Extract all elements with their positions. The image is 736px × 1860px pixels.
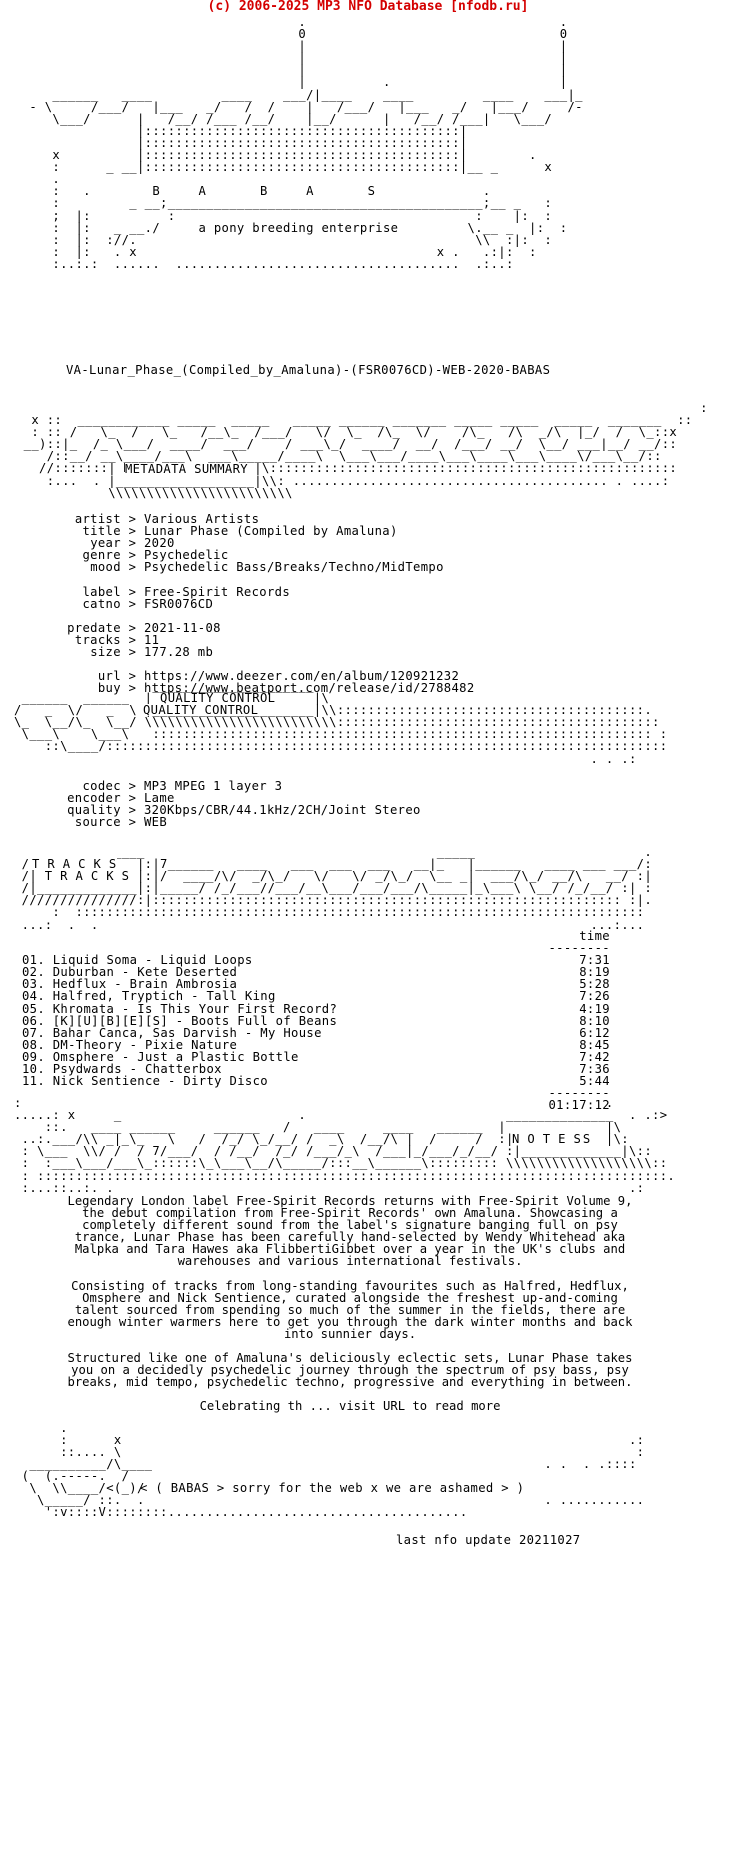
release-name: VA-Lunar_Phase_(Compiled_by_Amaluna)-(FS…: [66, 363, 551, 377]
metadata-value: FSR0076CD: [144, 596, 214, 611]
track-list: time -------- 01. Liquid Soma - Liquid L…: [22, 930, 610, 1112]
tracks-total-rule: --------: [548, 1086, 610, 1101]
metadata-value: 177.28 mb: [144, 645, 214, 660]
track-title: 06. [K][U][B][E][S] - Boots Full of Bean…: [22, 1013, 338, 1028]
metadata-value: 11: [144, 632, 160, 647]
track-row: 01. Liquid Soma - Liquid Loops 7:31: [22, 954, 610, 966]
babas-logo-art: . . 0 0 | |: [29, 15, 583, 271]
quality-key: encoder >: [67, 791, 144, 806]
metadata-key: size >: [90, 645, 144, 660]
metadata-key: mood >: [90, 560, 144, 575]
metadata-value: [144, 573, 475, 585]
metadata-key: artist >: [74, 512, 144, 526]
track-time: 7:31: [579, 953, 610, 968]
track-time: 4:19: [579, 1001, 610, 1016]
track-time: 5:44: [579, 1074, 610, 1089]
track-row: 04. Halfred, Tryptich - Tall King 7:26: [22, 990, 610, 1002]
footer-art-bottom: \_____/ ::. . . ........... ':v::::V::::…: [37, 1493, 645, 1520]
tracks-header-row: time: [22, 930, 610, 942]
track-time: 7:26: [579, 989, 610, 1004]
source-header: (c) 2006-2025 MP3 NFO Database [nfodb.ru…: [207, 0, 529, 14]
notes-paragraph: Celebrating th ... visit URL to read mor…: [199, 1399, 501, 1414]
track-title: 01. Liquid Soma - Liquid Loops: [22, 953, 253, 968]
notes-paragraph: Legendary London label Free-Spirit Recor…: [67, 1194, 633, 1269]
quality-banner-label: QUALITY CONTROL: [143, 703, 259, 717]
track-row: 06. [K][U][B][E][S] - Boots Full of Bean…: [22, 1015, 610, 1027]
quality-banner-art: _____________________ ______ ______ | QU…: [14, 679, 668, 766]
tracks-banner-art: ______________ _____ . /| |:|7______ ___…: [21, 845, 653, 932]
footer-art: . : x .: ::.... \ : __________/\____: [21, 1421, 645, 1496]
track-row: 10. Psydwards - Chatterbox 7:36: [22, 1063, 610, 1075]
notes-paragraph: Consisting of tracks from long-standing …: [67, 1278, 633, 1341]
metadata-key: genre >: [82, 548, 144, 563]
tracks-banner-label: T R A C K S: [32, 857, 117, 871]
track-time: 5:28: [579, 977, 610, 992]
track-time: 6:12: [579, 1025, 610, 1040]
metadata-key: catno >: [82, 596, 144, 611]
metadata-banner-label: METADATA SUMMARY: [125, 462, 248, 476]
notes-banner-label: N O T E S: [512, 1132, 582, 1146]
track-time: 8:19: [579, 965, 610, 980]
metadata-key: tracks >: [74, 632, 144, 647]
quality-key: codec >: [82, 779, 144, 793]
track-title: 10. Psydwards - Chatterbox: [22, 1062, 222, 1077]
track-time: 7:36: [579, 1062, 610, 1077]
metadata-value: Psychedelic Bass/Breaks/Techno/MidTempo: [144, 560, 444, 575]
last-update: last nfo update 20211027: [396, 1533, 581, 1547]
metadata-value: Lunar Phase (Compiled by Amaluna): [144, 524, 398, 539]
track-row: 03. Hedflux - Brain Ambrosia 5:28: [22, 978, 610, 990]
tracks-total: 01:17:12: [548, 1098, 610, 1113]
quality-value: WEB: [144, 815, 168, 830]
track-title: 03. Hedflux - Brain Ambrosia: [22, 977, 238, 992]
tracks-time-header: time: [579, 929, 610, 943]
track-time: 8:45: [579, 1037, 610, 1052]
track-row: 11. Nick Sentience - Dirty Disco 5:44: [22, 1075, 610, 1087]
metadata-key: buy >: [97, 681, 144, 696]
metadata-value: Psychedelic: [144, 548, 229, 563]
track-title: 05. Khromata - Is This Your First Record…: [22, 1001, 338, 1016]
metadata-value: Free-Spirit Records: [144, 584, 291, 599]
track-title: 09. Omsphere - Just a Plastic Bottle: [22, 1049, 299, 1064]
quality-value: MP3 MPEG 1 layer 3: [144, 779, 283, 793]
track-title: 04. Halfred, Tryptich - Tall King: [22, 989, 276, 1004]
track-row: 05. Khromata - Is This Your First Record…: [22, 1001, 610, 1016]
quality-key: source >: [74, 815, 144, 830]
quality-value: Lame: [144, 791, 175, 806]
metadata-value: 2020: [144, 536, 175, 551]
notes-banner-art: : . .....: x _ . ______________ . .:> ::…: [14, 1096, 676, 1195]
track-time: 8:10: [579, 1013, 610, 1028]
notes-text: Legendary London label Free-Spirit Recor…: [60, 1195, 640, 1424]
metadata-key: title >: [82, 524, 144, 539]
track-title: 11. Nick Sentience - Dirty Disco: [22, 1074, 268, 1089]
metadata-value: 2021-11-08: [144, 620, 221, 635]
metadata-key: [28, 573, 144, 585]
metadata-value: Various Artists: [144, 512, 260, 526]
tracks-header-rule: --------: [548, 941, 610, 956]
metadata-key: year >: [90, 536, 144, 551]
metadata-value: https://www.beatport.com/release/id/2788…: [144, 681, 475, 696]
track-row: 02. Duburban - Kete Deserted 8:19: [22, 966, 610, 978]
metadata-key: predate >: [67, 620, 144, 635]
footer-message: < ( BABAS > sorry for the web x we are a…: [140, 1481, 525, 1495]
track-title: 08. DM-Theory - Pixie Nature: [22, 1037, 238, 1052]
track-row: 07. Bahar Canca, Sas Darvish - My House 6…: [22, 1027, 610, 1039]
metadata-value: https://www.deezer.com/en/album/12092123…: [144, 669, 460, 684]
quality-value: 320Kbps/CBR/44.1kHz/2CH/Joint Stereo: [144, 803, 421, 818]
metadata-key: label >: [82, 584, 144, 599]
notes-paragraph: Structured like one of Amaluna's delicio…: [67, 1351, 633, 1390]
track-title: 07. Bahar Canca, Sas Darvish - My House: [22, 1025, 322, 1040]
tracks-total-row: 01:17:12: [22, 1099, 610, 1111]
quality-key: quality >: [67, 803, 144, 818]
track-row: 08. DM-Theory - Pixie Nature 8:45: [22, 1039, 610, 1051]
metadata-banner-art: : x :: ____________ _____ _____ _____ __…: [23, 401, 708, 500]
track-row: 09. Omsphere - Just a Plastic Bottle 7:42: [22, 1051, 610, 1063]
metadata-key: url >: [97, 669, 144, 684]
track-title: 02. Duburban - Kete Deserted: [22, 965, 238, 980]
track-time: 7:42: [579, 1049, 610, 1064]
